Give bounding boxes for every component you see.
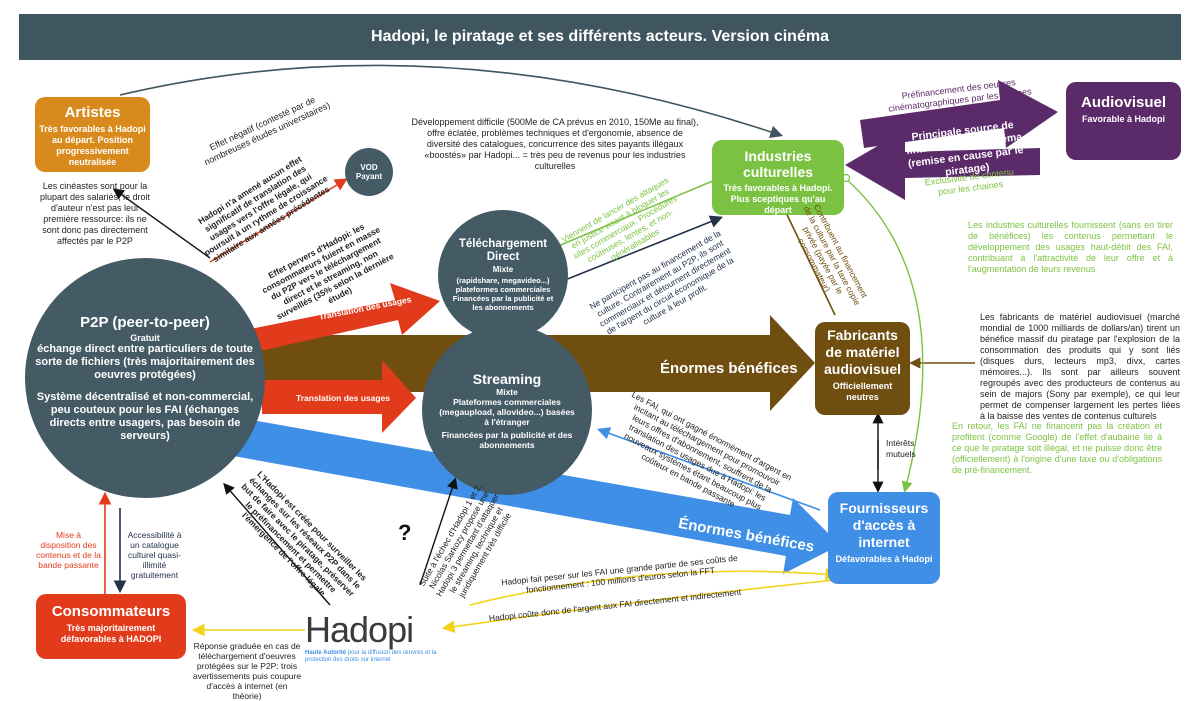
artistes-box: Artistes Très favorables à Hadopi au dép… xyxy=(35,97,150,172)
page-title: Hadopi, le piratage et ses différents ac… xyxy=(371,28,829,45)
enormes-benefices-label-1: Énormes bénéfices xyxy=(660,360,798,377)
vod-title: VOD xyxy=(360,163,378,172)
fai-sub: Défavorables à Hadopi xyxy=(835,554,933,564)
artistes-note: Les cinéastes sont pour la plupart des s… xyxy=(39,181,151,246)
interets-mutuels-note: Intérêts mutuels xyxy=(886,438,916,459)
translation-label-2: Translation des usages xyxy=(296,393,391,403)
en-retour-note: En retour, les FAI ne financent pas la c… xyxy=(952,421,1162,475)
fai-box: Fournisseurs d'accès à internet Défavora… xyxy=(828,492,940,584)
artistes-title: Artistes xyxy=(64,104,121,121)
p2p-desc2: Système décentralisé et non-commercial, … xyxy=(36,390,254,442)
red-translation-arrow-2 xyxy=(262,360,416,433)
industries-title: Industries culturelles xyxy=(742,148,814,180)
streaming-desc2: Financées par la publicité et des abonne… xyxy=(441,429,573,450)
industries-box: Industries culturelles Très favorables à… xyxy=(712,140,844,215)
hadopi-logo-tagline: Haute Autorité pour la diffusion des œuv… xyxy=(305,650,445,664)
consommateurs-sub: Très majoritairement défavorables à HADO… xyxy=(60,623,162,644)
streaming-title: Streaming xyxy=(472,370,542,387)
title-banner: Hadopi, le piratage et ses différents ac… xyxy=(19,14,1181,60)
audiovisuel-sub: Favorable à Hadopi xyxy=(1081,114,1166,124)
purple-left-arrow xyxy=(845,130,1040,200)
p2p-circle: P2P (peer-to-peer) Gratuit échange direc… xyxy=(25,258,265,498)
artistes-sub: Très favorables à Hadopi au départ. Posi… xyxy=(39,124,146,167)
mise-a-disposition-note: Mise à disposition des contenus et de la… xyxy=(36,530,101,570)
audiovisuel-title: Audiovisuel xyxy=(1080,94,1166,111)
accessibilite-note: Accessibilité à un catalogue culturel qu… xyxy=(127,530,182,580)
vod-circle: VOD Payant xyxy=(345,148,393,196)
streaming-mixte: Mixte xyxy=(496,386,518,397)
fabricants-note: Les fabricants de matériel audiovisuel (… xyxy=(980,312,1180,421)
vod-sub: Payant xyxy=(355,172,383,181)
question-mark: ? xyxy=(398,520,412,545)
hadopi-logo-tag: pour la diffusion des œuvres et la prote… xyxy=(305,650,437,663)
consommateurs-title: Consommateurs xyxy=(51,603,171,620)
hadopi-logo: Hadopi Haute Autorité pour la diffusion … xyxy=(305,612,445,664)
consommateurs-box: Consommateurs Très majoritairement défav… xyxy=(36,594,186,659)
developpement-note: Développement difficile (500Me de CA pré… xyxy=(411,117,699,171)
telechargement-mixte: Mixte xyxy=(492,265,514,274)
telechargement-circle: Téléchargement Direct Mixte (rapidshare,… xyxy=(438,210,568,340)
audiovisuel-box: Audiovisuel Favorable à Hadopi xyxy=(1066,82,1181,160)
fabricants-sub: Officiellement neutres xyxy=(832,381,893,402)
p2p-desc1: échange direct entre particuliers de tou… xyxy=(35,342,255,381)
fabricants-title: Fabricants de matériel audiovisuel xyxy=(823,327,902,377)
telechargement-desc: (rapidshare, megavideo...) plateformes c… xyxy=(452,276,554,312)
p2p-title: P2P (peer-to-peer) xyxy=(80,313,210,331)
fabricants-box: Fabricants de matériel audiovisuel Offic… xyxy=(815,322,910,415)
purple-right-arrow xyxy=(860,80,1058,148)
hadopi-logo-word: Hadopi xyxy=(305,609,414,650)
hadopi-logo-tag-bold: Haute Autorité xyxy=(305,650,347,656)
telechargement-title: Téléchargement Direct xyxy=(458,238,548,263)
fai-title: Fournisseurs d'accès à internet xyxy=(839,500,929,550)
industries-culturelles-note: Les industries culturelles fournissent (… xyxy=(968,220,1173,274)
p2p-gratuit: Gratuit xyxy=(130,332,160,343)
streaming-circle: Streaming Mixte Plateformes commerciales… xyxy=(422,325,592,495)
industries-sub: Très favorables à Hadopi. Plus sceptique… xyxy=(723,183,833,215)
streaming-desc: Plateformes commerciales (megaupload, al… xyxy=(439,396,575,427)
reponse-graduee-note: Réponse graduée en cas de téléchargement… xyxy=(192,641,302,701)
